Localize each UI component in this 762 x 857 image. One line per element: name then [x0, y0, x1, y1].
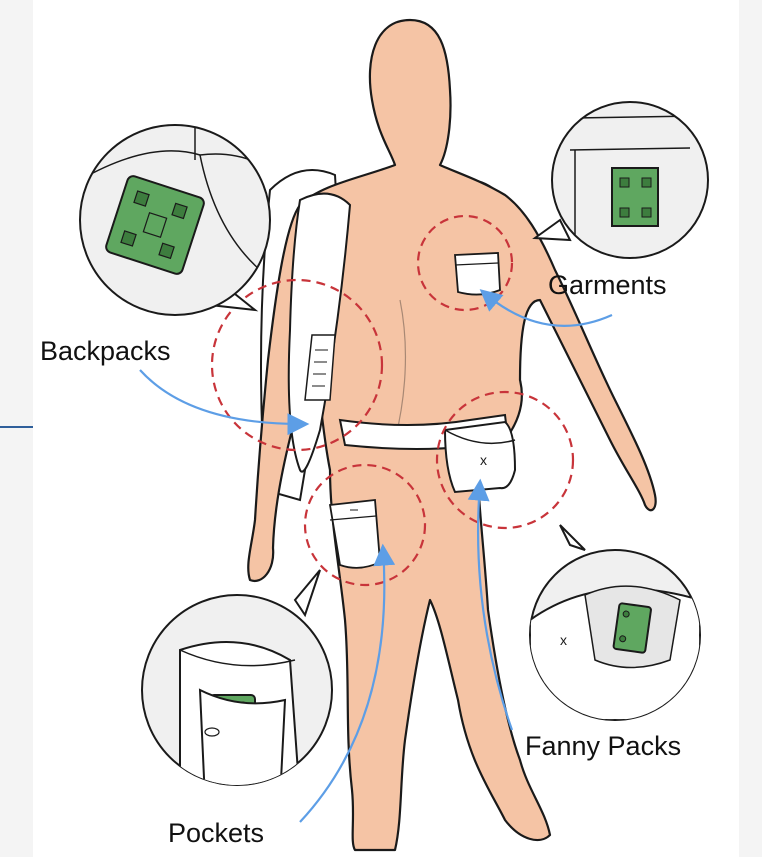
- pockets-zoom-bubble: [142, 570, 332, 800]
- svg-text:x: x: [560, 632, 567, 648]
- label-pockets: Pockets: [168, 820, 264, 847]
- fanny-packs-zoom-bubble: x: [530, 525, 700, 720]
- backpack-zoom-bubble: [80, 110, 270, 315]
- garments-zoom-bubble: [535, 102, 708, 258]
- label-fanny-packs: Fanny Packs: [525, 733, 681, 760]
- label-garments: Garments: [548, 272, 667, 299]
- svg-text:x: x: [480, 452, 487, 468]
- garment-pocket: [455, 253, 500, 295]
- label-backpacks: Backpacks: [40, 338, 171, 365]
